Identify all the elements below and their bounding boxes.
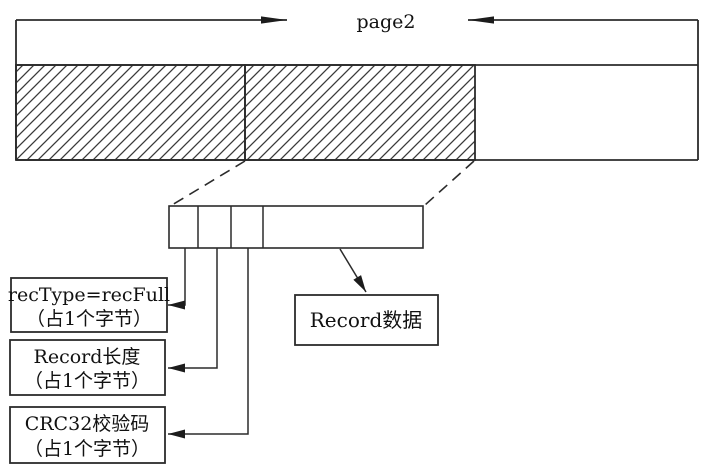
pointer-rec-length: [168, 248, 218, 373]
callout-rec-length-title: Record长度: [34, 346, 141, 368]
callout-rec-length-subtitle: （占1个字节）: [24, 370, 150, 392]
page2-box: page2: [15, 11, 699, 161]
callout-rec-type-subtitle: （占1个字节）: [26, 308, 152, 330]
page2-label: page2: [357, 11, 416, 33]
callout-rec-length: Record长度 （占1个字节）: [9, 339, 166, 396]
callout-crc32: CRC32校验码 （占1个字节）: [9, 406, 166, 464]
callout-record-data-box: [294, 294, 439, 346]
record-detail-box: [168, 205, 424, 249]
pointer-record-data: [339, 248, 367, 293]
callout-rec-length-box: [9, 339, 166, 396]
pointer-crc32: [168, 248, 249, 439]
zoom-guide-line-left: [171, 160, 246, 206]
callout-crc32-subtitle: （占1个字节）: [24, 438, 150, 460]
callout-rec-type: recType=recFull （占1个字节）: [8, 277, 170, 333]
callout-record-data-title: Record数据: [310, 308, 423, 332]
callout-rec-type-title: recType=recFull: [8, 284, 170, 306]
callout-rec-type-box: [10, 277, 168, 333]
zoom-guide-line-right: [424, 160, 475, 206]
free-region: [475, 65, 698, 160]
callout-crc32-title: CRC32校验码: [25, 413, 150, 435]
callout-record-data: Record数据: [294, 294, 439, 346]
callout-crc32-box: [9, 406, 166, 464]
pointer-rec-type: [168, 248, 186, 310]
used-record-region-1: [15, 64, 246, 161]
record-box-outline: [168, 205, 424, 249]
used-record-region-2: [244, 64, 476, 161]
